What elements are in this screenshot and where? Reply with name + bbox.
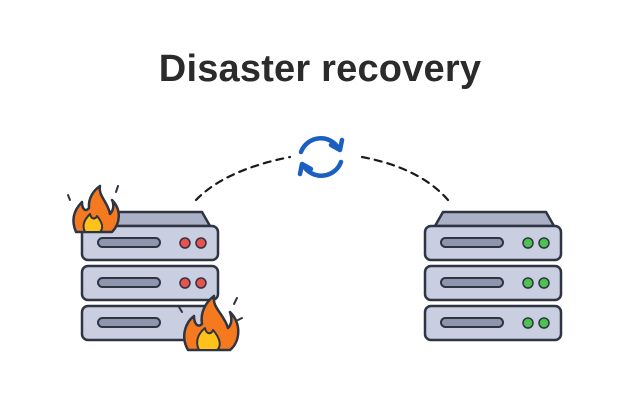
status-led xyxy=(522,317,534,329)
page-title: Disaster recovery xyxy=(158,48,482,90)
status-led xyxy=(538,277,550,289)
status-led xyxy=(179,237,191,249)
server-unit xyxy=(80,264,220,302)
fire-icon xyxy=(67,184,120,234)
status-led xyxy=(538,237,550,249)
status-led xyxy=(179,277,191,289)
status-led xyxy=(522,277,534,289)
status-led xyxy=(195,237,207,249)
server-unit xyxy=(423,224,563,262)
sync-arrows-icon xyxy=(297,136,345,178)
server-unit xyxy=(423,304,563,342)
server-unit xyxy=(423,264,563,302)
status-led xyxy=(522,237,534,249)
connector-left xyxy=(194,155,292,202)
server-unit xyxy=(80,224,220,262)
failed-server xyxy=(67,184,243,352)
recovery-server xyxy=(423,210,563,342)
status-led xyxy=(538,317,550,329)
connector-right xyxy=(360,155,450,202)
status-led xyxy=(195,277,207,289)
fire-icon xyxy=(178,294,243,352)
server-top-cap xyxy=(433,210,556,228)
